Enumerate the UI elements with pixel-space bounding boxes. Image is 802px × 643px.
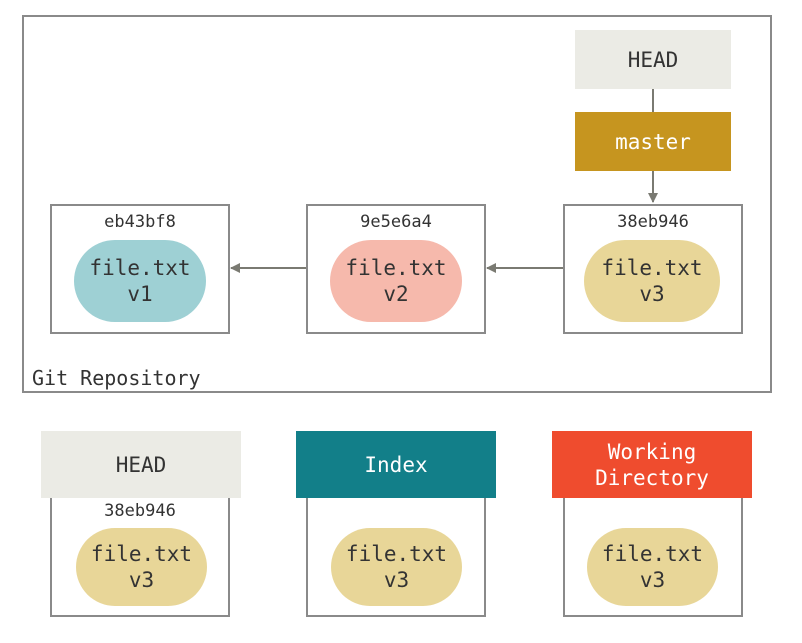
commit-hash: eb43bf8 [104, 212, 176, 232]
git-repository-frame [22, 15, 772, 393]
master-branch-box: master [575, 112, 731, 171]
blob-filename: file.txt [601, 256, 703, 280]
blob-version: v3 [639, 282, 665, 306]
blob-version: v1 [127, 282, 153, 306]
head-tree-title: HEAD [115, 452, 167, 477]
blob-filename: file.txt [345, 542, 448, 566]
blob-version: v3 [383, 568, 410, 592]
git-repository-label: Git Repository [32, 366, 201, 390]
index-title: Index [364, 452, 428, 477]
commit-box: eb43bf8 file.txt v1 [50, 204, 230, 334]
blob-version: v3 [128, 568, 155, 592]
file-blob: file.txt v3 [76, 528, 207, 606]
file-blob: file.txt v3 [587, 528, 718, 606]
commit-hash: 38eb946 [617, 212, 689, 232]
blob-filename: file.txt [89, 256, 191, 280]
file-blob: file.txt v2 [330, 240, 462, 322]
commit-box: 9e5e6a4 file.txt v2 [306, 204, 486, 334]
blob-version: v3 [639, 568, 666, 592]
blob-filename: file.txt [601, 542, 704, 566]
working-directory-header: Working Directory [552, 431, 752, 498]
head-tree-header: HEAD [41, 431, 241, 498]
head-tree-hash: 38eb946 [104, 501, 176, 521]
head-ref-box: HEAD [575, 30, 731, 89]
working-directory-title: Working Directory [595, 439, 709, 490]
index-header: Index [296, 431, 496, 498]
blob-filename: file.txt [90, 542, 193, 566]
head-ref-label: HEAD [627, 47, 679, 72]
commit-box: 38eb946 file.txt v3 [563, 204, 743, 334]
commit-hash: 9e5e6a4 [360, 212, 432, 232]
file-blob: file.txt v3 [584, 240, 720, 322]
blob-filename: file.txt [345, 256, 447, 280]
file-blob: file.txt v3 [331, 528, 462, 606]
master-branch-label: master [615, 129, 691, 154]
blob-version: v2 [383, 282, 409, 306]
file-blob: file.txt v1 [74, 240, 206, 322]
